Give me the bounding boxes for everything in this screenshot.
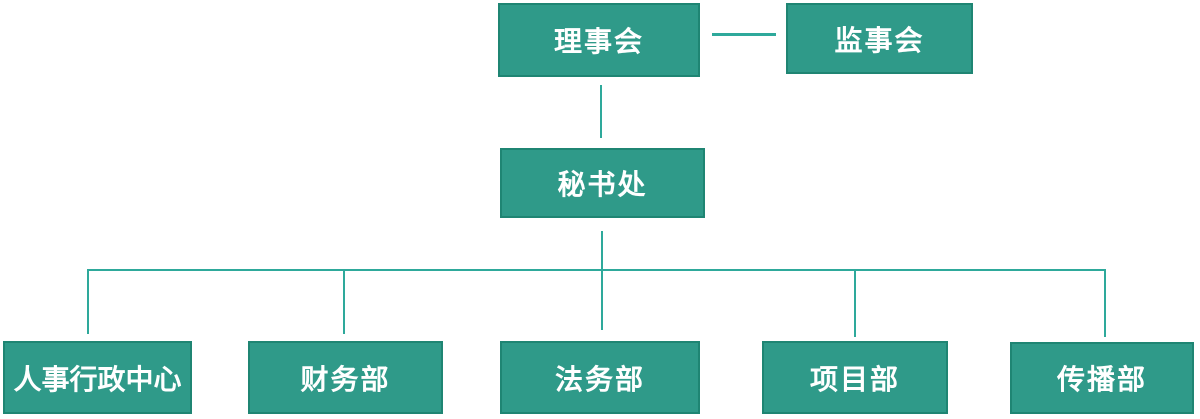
node-dept-communications: 传播部 [1010, 342, 1194, 414]
node-dept-label: 传播部 [1056, 364, 1147, 395]
node-supervisors-label: 监事会 [834, 24, 925, 56]
node-dept-hr-admin-center: 人事行政中心 [3, 341, 192, 414]
node-dept-label: 项目部 [809, 363, 900, 395]
connector-drop-hr-admin [87, 269, 89, 334]
node-dept-finance: 财务部 [248, 341, 443, 414]
connector-board-supervisors [712, 33, 776, 36]
node-dept-label: 法务部 [554, 363, 645, 395]
connector-secretariat-branch [601, 231, 603, 330]
node-dept-label: 人事行政中心 [13, 363, 182, 395]
node-board-label: 理事会 [553, 26, 644, 57]
connector-drop-finance [343, 269, 345, 334]
node-dept-projects: 项目部 [762, 341, 948, 414]
connector-drop-projects [854, 269, 856, 337]
connector-branch-horizontal [87, 269, 1106, 271]
node-dept-legal: 法务部 [500, 341, 700, 414]
node-secretariat: 秘书处 [500, 148, 705, 218]
node-dept-label: 财务部 [300, 363, 391, 395]
connector-board-secretariat [600, 85, 602, 138]
node-secretariat-label: 秘书处 [557, 169, 648, 200]
node-board: 理事会 [498, 3, 700, 77]
node-supervisors: 监事会 [786, 3, 973, 74]
connector-drop-communications [1104, 269, 1106, 337]
